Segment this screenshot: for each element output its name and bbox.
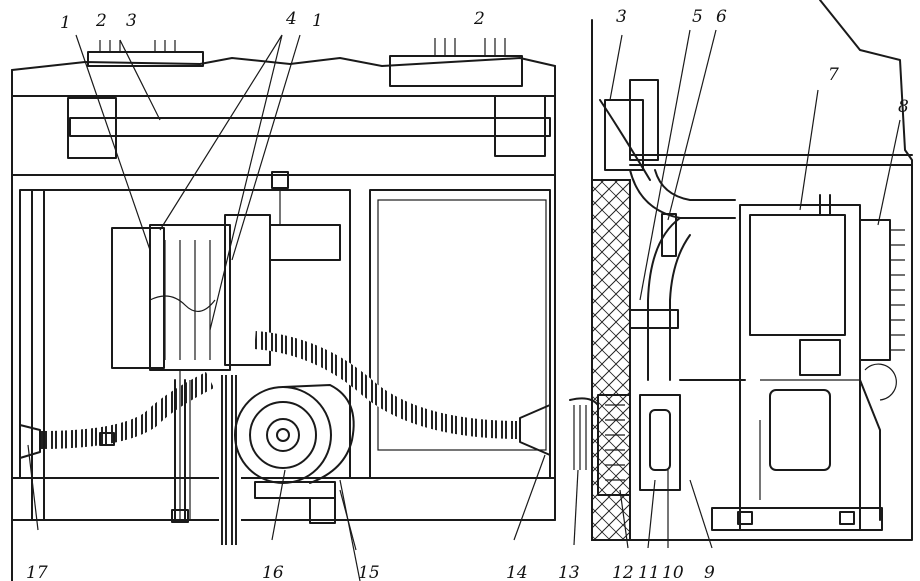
heater-grille [859,219,891,361]
callout-labels: 1 2 3 4 1 2 3 5 6 7 8 17 16 15 14 13 12 … [26,7,909,581]
callout-3a: 3 [126,11,137,31]
unit-panel [111,227,165,369]
base-frame [711,507,883,531]
roof-vent-right [389,55,523,87]
filter-box [639,394,681,491]
blower-outlet [269,224,341,261]
unit-side-box [224,214,271,366]
callout-9: 9 [704,563,715,581]
body-panel-right [369,189,551,479]
callout-7: 7 [828,65,839,85]
motor-base [254,481,336,499]
intake-grille [597,394,631,496]
callout-1a: 1 [60,13,71,33]
air-grille-17 [19,424,41,459]
roof-vent-left [87,51,204,67]
callout-8: 8 [898,97,909,117]
callout-14: 14 [506,563,528,581]
duct-hanger-left [67,97,117,159]
callout-15: 15 [358,563,380,581]
callout-17: 17 [26,563,48,581]
left-view [11,34,556,581]
air-grille-14 [519,404,551,456]
callout-13: 13 [558,563,580,581]
heat-exchanger [149,224,231,371]
callout-1b: 1 [312,11,323,31]
ceiling-unit [604,99,644,171]
callout-3b: 3 [616,7,627,27]
callout-11: 11 [638,563,660,581]
callout-4: 4 [285,9,297,29]
compressor [769,389,831,471]
callout-5: 5 [692,7,703,27]
callout-2a: 2 [95,11,107,31]
ceiling-duct [69,117,551,137]
callout-2b: 2 [473,9,485,29]
callout-12: 12 [612,563,634,581]
duct-hanger-right [494,95,546,157]
callout-16: 16 [262,563,284,581]
callout-10: 10 [662,563,684,581]
right-view [569,0,913,549]
flex-hose-right [254,331,521,439]
callout-6: 6 [716,7,727,27]
